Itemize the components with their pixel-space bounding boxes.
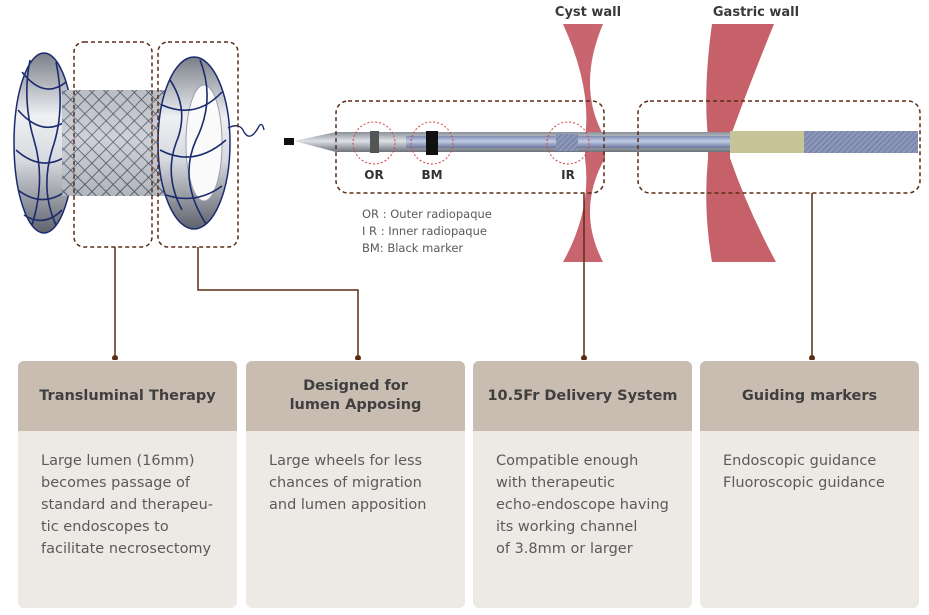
- marker-ir: [546, 121, 590, 165]
- card-title-line: 10.5Fr Delivery System: [487, 387, 678, 404]
- card-body-line: becomes passage of: [41, 475, 190, 491]
- card-body-line: and lumen apposition: [269, 497, 427, 513]
- focus-box-wheel: [157, 41, 239, 248]
- focus-box-delivery: [335, 100, 605, 194]
- card-title: Designed for lumen Apposing: [246, 361, 465, 431]
- cyst-wall-label: Cyst wall: [555, 5, 621, 20]
- card-body-line: facilitate necrosectomy: [41, 541, 212, 557]
- marker-or-label: OR: [364, 168, 383, 182]
- feature-card-transluminal: Transluminal Therapy Large lumen (16mm) …: [18, 361, 237, 608]
- card-body: Large wheels for less chances of migrati…: [246, 431, 465, 516]
- legend-line: OR : Outer radiopaque: [362, 207, 492, 221]
- card-title: 10.5Fr Delivery System: [473, 361, 692, 431]
- card-body-line: with therapeutic: [496, 475, 616, 491]
- card-body-line: Large lumen (16mm): [41, 453, 195, 469]
- delivery-system: [284, 131, 918, 153]
- card-body-line: chances of migration: [269, 475, 422, 491]
- feature-card-guiding-markers: Guiding markers Endoscopic guidance Fluo…: [700, 361, 919, 608]
- marker-legend: OR : Outer radiopaque I R : Inner radiop…: [362, 207, 492, 255]
- focus-box-lumen: [73, 41, 153, 248]
- card-title: Guiding markers: [700, 361, 919, 431]
- card-title-line: Designed for: [303, 378, 408, 394]
- card-body-line: Fluoroscopic guidance: [723, 475, 885, 491]
- card-title-line: lumen Apposing: [289, 397, 422, 413]
- feature-card-delivery-system: 10.5Fr Delivery System Compatible enough…: [473, 361, 692, 608]
- card-title: Transluminal Therapy: [18, 361, 237, 431]
- connector-line: [197, 247, 359, 358]
- card-body-line: of 3.8mm or larger: [496, 541, 633, 557]
- card-body: Compatible enough with therapeutic echo-…: [473, 431, 692, 560]
- feature-card-lumen-apposing: Designed for lumen Apposing Large wheels…: [246, 361, 465, 608]
- card-body-line: Large wheels for less: [269, 453, 423, 469]
- connector-dot: [355, 355, 361, 360]
- marker-ir-label: IR: [561, 168, 575, 182]
- card-title-line: Transluminal Therapy: [39, 387, 216, 404]
- card-body-line: Endoscopic guidance: [723, 453, 877, 469]
- legend-line: I R : Inner radiopaque: [362, 224, 487, 238]
- focus-box-markers: [637, 100, 921, 194]
- connector-dot: [581, 355, 587, 360]
- gastric-wall-label: Gastric wall: [713, 5, 799, 20]
- card-body-line: echo-endoscope having: [496, 497, 669, 513]
- card-body-line: tic endoscopes to: [41, 519, 169, 535]
- card-title-line: Guiding markers: [741, 387, 878, 404]
- connector-dot: [809, 355, 815, 360]
- gastric-wall: [706, 24, 776, 262]
- card-body-line: standard and therapeu-: [41, 497, 214, 513]
- card-body-line: Compatible enough: [496, 453, 639, 469]
- stent-illustration: [13, 52, 265, 234]
- legend-line: BM: Black marker: [362, 241, 463, 255]
- card-body: Endoscopic guidance Fluoroscopic guidanc…: [700, 431, 919, 494]
- marker-bm: [410, 121, 454, 165]
- marker-bm-label: BM: [421, 168, 442, 182]
- card-body-line: its working channel: [496, 519, 638, 535]
- card-body: Large lumen (16mm) becomes passage of st…: [18, 431, 237, 560]
- stent-diagram: Cyst wall Gastric wall OR BM IR OR : Out…: [13, 5, 921, 360]
- connector-dot: [112, 355, 118, 360]
- marker-or: [352, 121, 396, 165]
